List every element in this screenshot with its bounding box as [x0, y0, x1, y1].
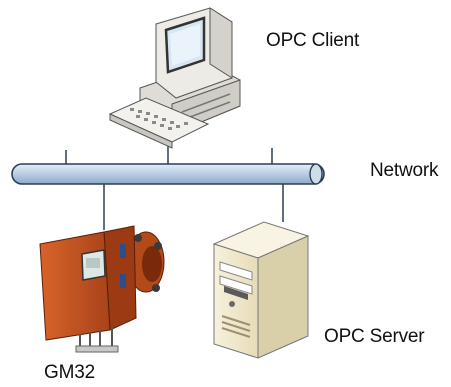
- gm32-label: GM32: [44, 362, 95, 383]
- network-bus: [11, 163, 325, 185]
- opc-client-label: OPC Client: [266, 30, 360, 51]
- opc-server-label: OPC Server: [324, 326, 425, 347]
- server-tower-icon: [212, 221, 310, 359]
- gm32-analyzer-icon: [39, 225, 165, 353]
- network-links: [65, 142, 284, 230]
- desktop-computer-icon: [108, 7, 241, 149]
- network-label: Network: [370, 160, 439, 181]
